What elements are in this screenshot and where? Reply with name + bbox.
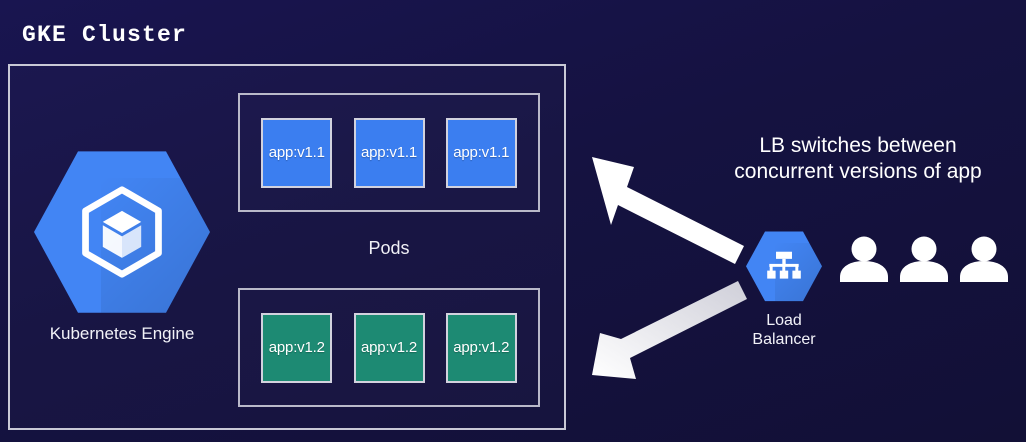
pod-v12-3: app:v1.2 bbox=[445, 312, 517, 383]
user-icon-3 bbox=[960, 236, 1008, 282]
pod-v11-3: app:v1.1 bbox=[445, 117, 517, 188]
load-balancer-icon bbox=[767, 252, 801, 279]
users-group bbox=[840, 236, 1008, 282]
user-icon-2 bbox=[900, 236, 948, 282]
pod-group-v11: app:v1.1 app:v1.1 app:v1.1 bbox=[238, 93, 540, 212]
kubernetes-engine-node: Kubernetes Engine bbox=[34, 148, 210, 345]
pod-v12-2: app:v1.2 bbox=[353, 312, 425, 383]
load-balancer-node: Load Balancer bbox=[746, 230, 822, 350]
load-balancer-label-line1: Load bbox=[766, 311, 802, 329]
gke-cluster-boundary bbox=[8, 64, 566, 430]
pod-v11-2: app:v1.1 bbox=[353, 117, 425, 188]
pod-v12-1: app:v1.2 bbox=[261, 312, 333, 383]
load-balancer-label-line2: Balancer bbox=[752, 331, 816, 349]
kubernetes-engine-hexagon bbox=[34, 151, 210, 313]
callout-text: LB switches between concurrent versions … bbox=[690, 133, 1026, 186]
callout-line2: concurrent versions of app bbox=[734, 160, 982, 184]
pod-v11-1: app:v1.1 bbox=[261, 117, 333, 188]
load-balancer-hexagon bbox=[746, 231, 822, 302]
user-icon-1 bbox=[840, 236, 888, 282]
page-title: GKE Cluster bbox=[22, 22, 188, 48]
lb-to-v12-arrow bbox=[592, 281, 747, 379]
kubernetes-engine-label: Kubernetes Engine bbox=[49, 324, 195, 344]
pod-group-v12: app:v1.2 app:v1.2 app:v1.2 bbox=[238, 288, 540, 407]
load-balancer-label: Load Balancer bbox=[746, 311, 822, 350]
pods-label: Pods bbox=[368, 238, 410, 258]
callout-line1: LB switches between bbox=[759, 134, 957, 157]
kubernetes-engine-icon bbox=[82, 186, 162, 278]
